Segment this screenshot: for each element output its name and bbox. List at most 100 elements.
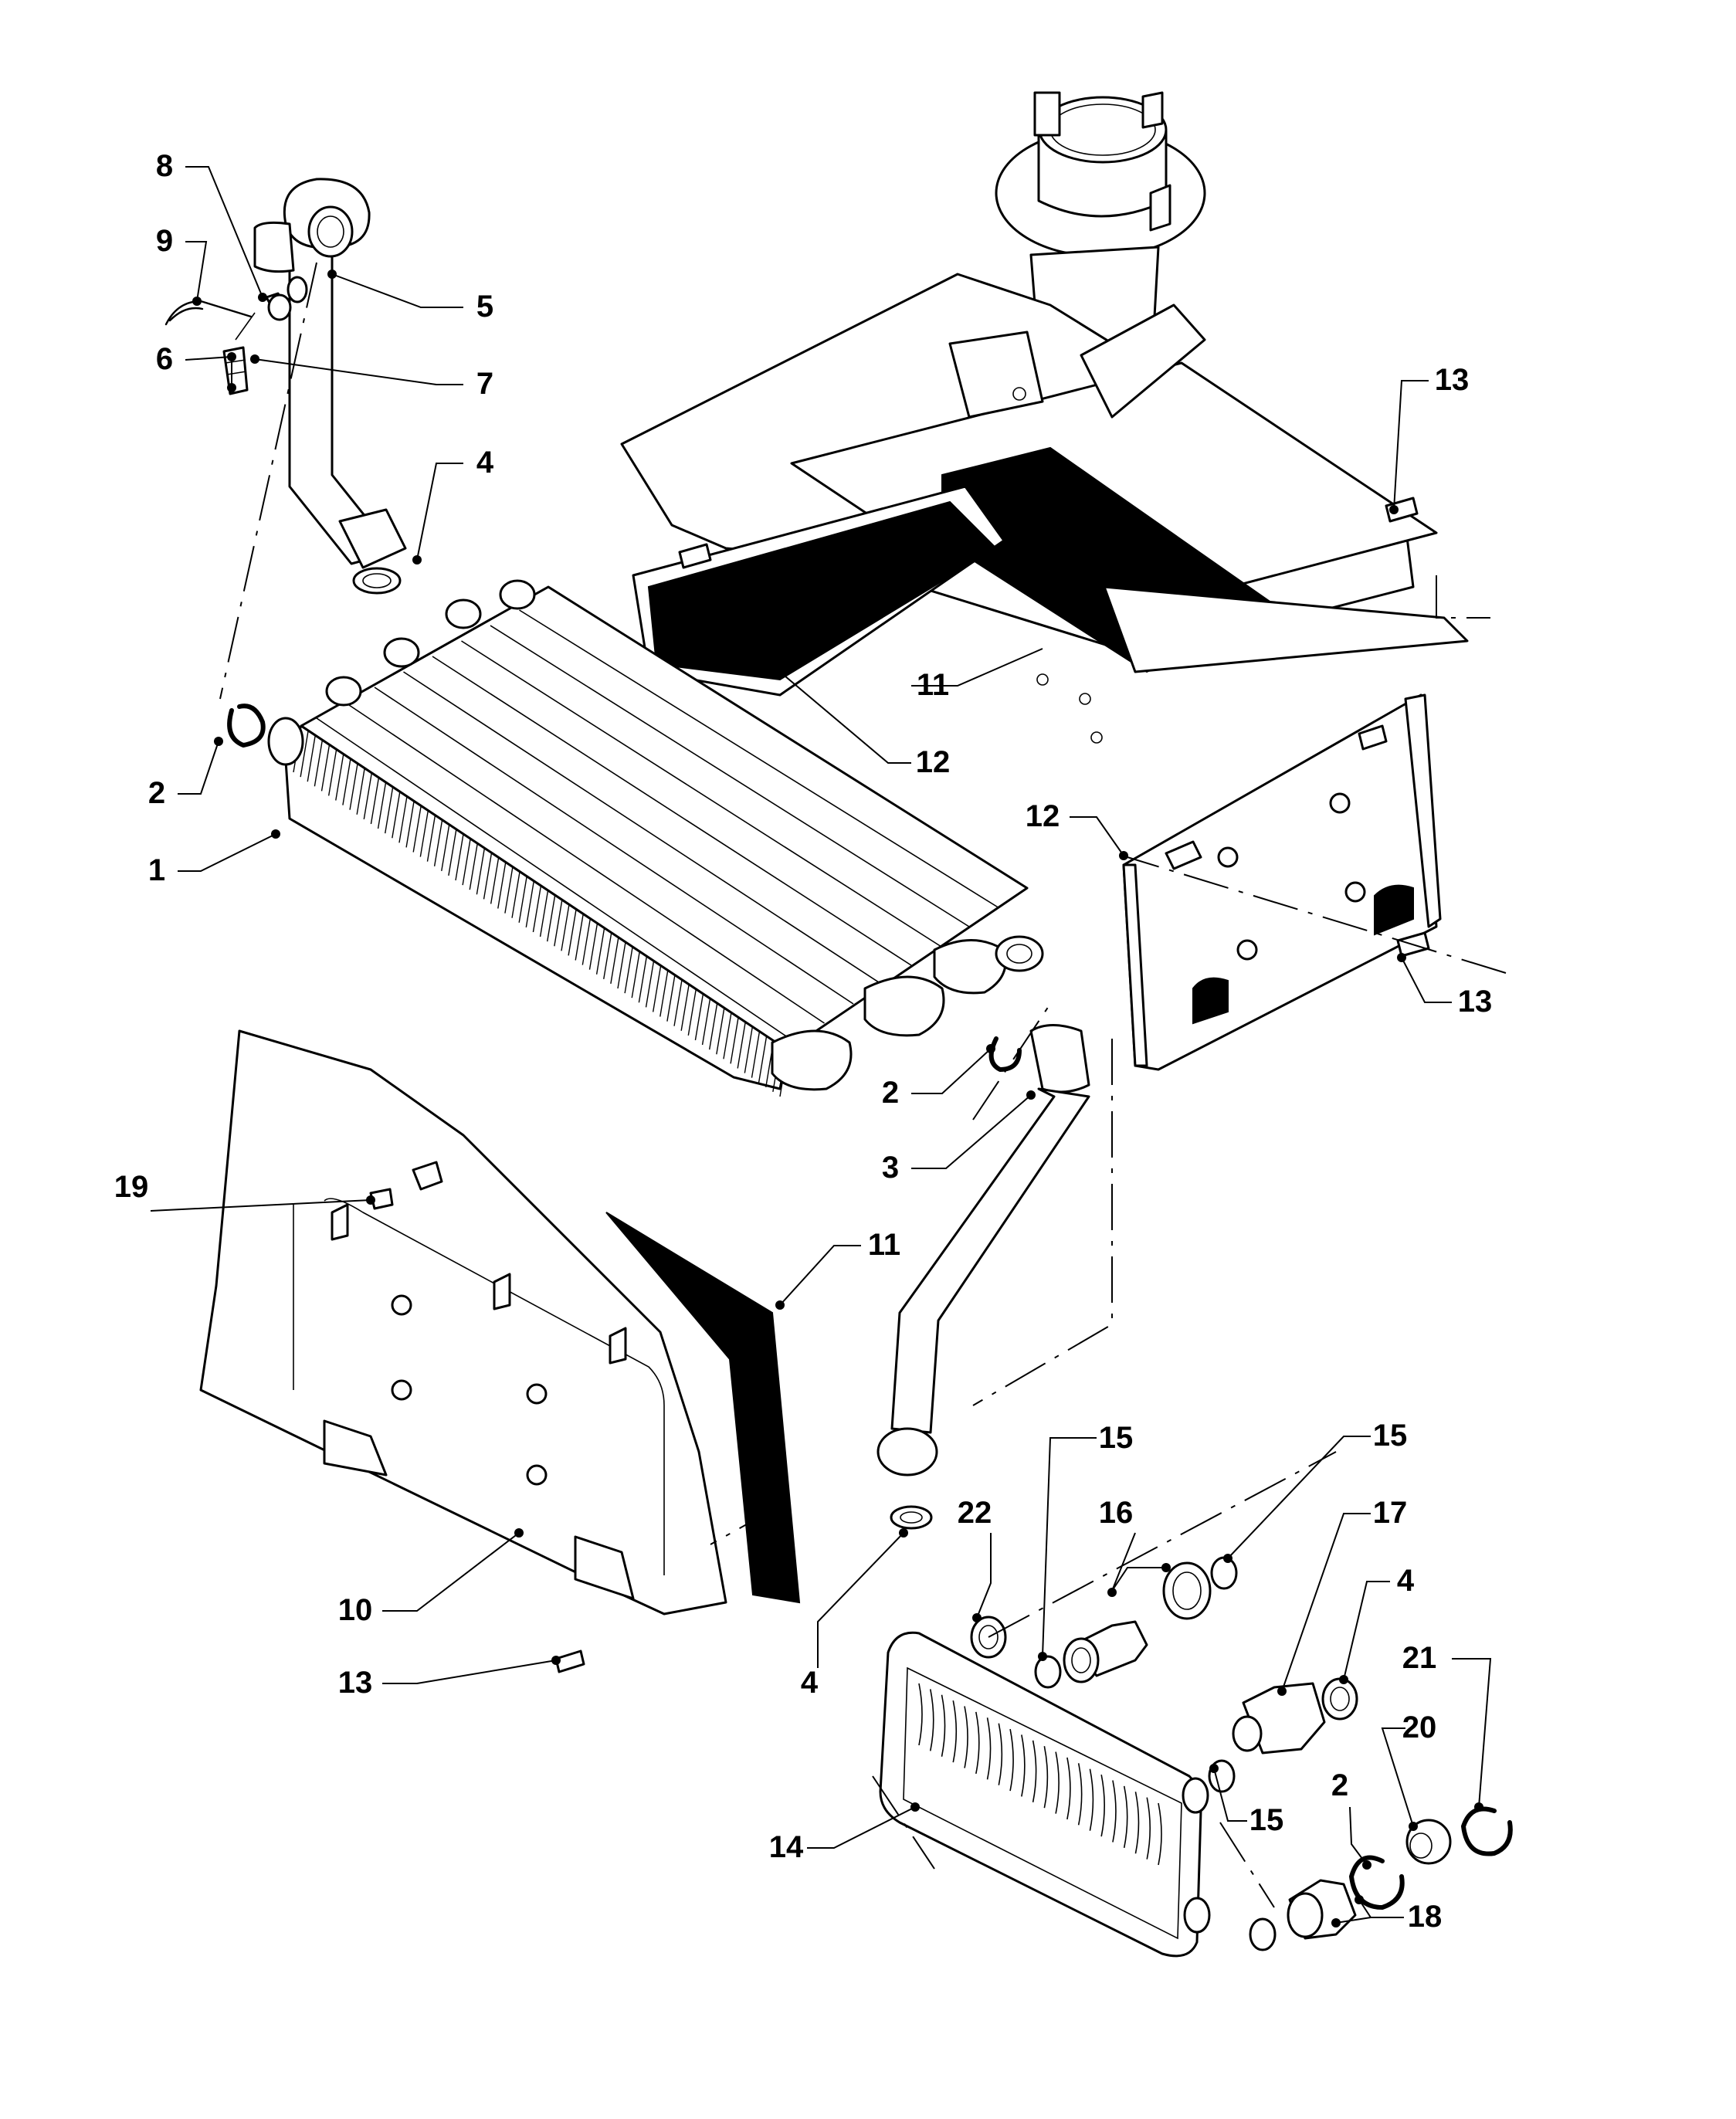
leader-line	[178, 833, 276, 872]
leader-dot	[1331, 1918, 1341, 1927]
callout-label: 15	[1249, 1803, 1284, 1837]
plate-line	[1158, 1802, 1162, 1866]
leader-line	[911, 1094, 1032, 1169]
callout-label: 5	[476, 290, 493, 324]
leader-line	[1343, 1581, 1390, 1680]
fin-ridge	[490, 625, 970, 927]
fin-line	[412, 805, 422, 853]
leader-line	[382, 1532, 520, 1612]
fin-line	[659, 970, 669, 1017]
fin-line	[405, 801, 415, 848]
fin-line	[588, 923, 598, 970]
fin-line	[441, 824, 450, 871]
leader-dot	[775, 1300, 785, 1310]
leader-dot	[1223, 1554, 1232, 1563]
fin-line	[561, 904, 570, 951]
heat-exchanger	[267, 579, 1044, 1097]
plate-line	[918, 1683, 923, 1746]
fin-line	[392, 792, 401, 839]
callout-2: 2	[882, 1044, 995, 1110]
callout-3: 3	[882, 1090, 1036, 1185]
plate-line	[952, 1700, 958, 1763]
fin-line	[314, 740, 324, 787]
fin-line	[610, 937, 619, 985]
leader-line	[1227, 1436, 1371, 1559]
fin-line	[469, 843, 478, 890]
plate-line	[1089, 1768, 1094, 1831]
leader-line	[779, 671, 911, 764]
leader-dot	[412, 555, 422, 565]
callout-label: 2	[148, 776, 165, 810]
leader-dot	[1409, 1822, 1418, 1831]
callout-17: 17	[1277, 1496, 1407, 1696]
fin-line	[694, 993, 704, 1041]
leader-dot	[1161, 1563, 1171, 1572]
callout-label: 1	[148, 853, 165, 887]
callout-label: 11	[868, 1228, 900, 1262]
return-pipe	[876, 1024, 1090, 1530]
fin-line	[673, 979, 683, 1026]
leader-line	[1452, 1658, 1492, 1808]
leader-line	[254, 358, 463, 385]
leader-dot	[1474, 1802, 1483, 1812]
fin-line	[575, 914, 584, 961]
callout-label: 14	[769, 1830, 804, 1864]
fin-line	[617, 941, 626, 989]
callout-13: 13	[338, 1656, 561, 1700]
callout-label: 19	[114, 1170, 149, 1204]
leader-line	[185, 241, 208, 302]
front-panel	[199, 1029, 801, 1616]
fin-ridge	[374, 687, 854, 1005]
heat-exchanger-fins	[293, 609, 999, 1097]
plate-line	[929, 1689, 934, 1751]
leader-dot	[366, 1195, 375, 1205]
fin-line	[476, 848, 486, 895]
callout-label: 3	[882, 1151, 899, 1185]
plate-line	[1021, 1734, 1026, 1797]
fin-line	[518, 876, 527, 923]
fin-line	[680, 984, 690, 1031]
callout-label: 17	[1373, 1496, 1408, 1530]
leader-line	[1070, 816, 1124, 856]
leader-line	[976, 1533, 992, 1619]
plate-line	[1123, 1785, 1128, 1849]
leader-dot	[214, 737, 223, 746]
leader-dot	[258, 293, 267, 302]
plate-line	[1146, 1797, 1151, 1860]
plate-line	[1134, 1792, 1140, 1854]
plate-line	[1077, 1763, 1083, 1826]
leader-line	[1393, 380, 1429, 510]
leader-dot	[192, 297, 202, 306]
callout-label: 2	[1331, 1768, 1348, 1802]
fin-line	[320, 744, 331, 792]
fin-line	[483, 853, 493, 900]
fin-line	[701, 998, 711, 1046]
callout-label: 8	[156, 149, 173, 183]
callout-label: 22	[958, 1496, 992, 1530]
leader-line	[331, 273, 463, 308]
leader-dot	[1107, 1588, 1117, 1597]
leader-dot	[1038, 1652, 1047, 1661]
callout-label: 16	[1099, 1496, 1134, 1530]
leader-dot	[1397, 953, 1406, 962]
leader-dot	[1026, 1090, 1036, 1100]
callout-5: 5	[327, 270, 493, 324]
leader-line	[1335, 1917, 1372, 1924]
fin-line	[595, 927, 605, 975]
fin-line	[554, 900, 563, 947]
plate-line	[1032, 1740, 1037, 1802]
callout-2: 2	[1331, 1768, 1372, 1870]
fin-line	[419, 810, 429, 857]
leader-line	[911, 1048, 992, 1094]
plate-line	[975, 1711, 980, 1775]
plate-line	[1043, 1746, 1049, 1809]
leader-dot	[271, 829, 280, 839]
fin-line	[568, 909, 577, 956]
callout-label: 21	[1402, 1641, 1437, 1675]
fin-ridge	[519, 609, 999, 908]
fin-line	[504, 866, 514, 914]
leader-dot	[1119, 851, 1128, 860]
fin-line	[581, 918, 592, 965]
leader-dot	[250, 354, 259, 364]
fin-line	[511, 871, 520, 918]
